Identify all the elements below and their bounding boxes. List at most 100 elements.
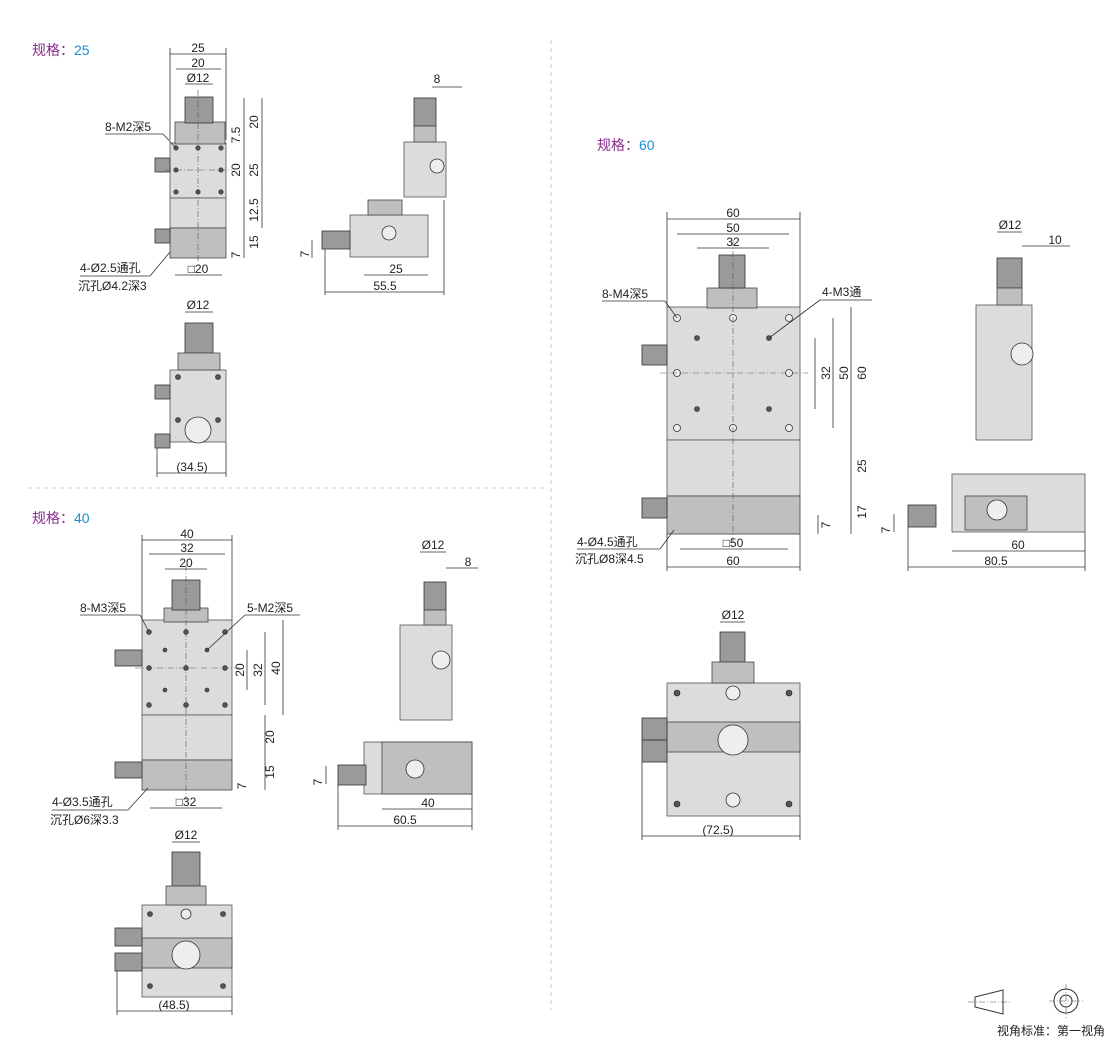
spec-60-dim-w2: 50 [726,221,740,235]
spec-60-dim-base2: 60 [726,554,740,568]
spec-40-side-dim-top: 8 [465,555,472,569]
spec-25-note-hole1: 4-Ø2.5通孔 [80,261,141,275]
spec-25-front-view: 25 20 Ø12 20 7.5 20 25 12.5 15 7 □20 8-M… [78,41,263,293]
spec-60-side-dim-top: 10 [1048,233,1062,247]
spec-60-side-dim-bottom: 80.5 [984,554,1008,568]
spec-40-side-dim-knob: Ø12 [422,538,445,552]
spec-25-side-knob-top [413,97,437,127]
spec-40-dim-w2: 32 [180,541,194,555]
spec-25-note-top: 8-M2深5 [105,120,151,134]
spec-40-note-hole1: 4-Ø3.5通孔 [52,795,113,809]
spec-60-bottom-view: Ø12 (72.5) [641,608,801,840]
spec-40-dim-v5: 15 [263,765,277,779]
spec-25-bottom-view: Ø12 (34.5) [154,298,227,477]
spec-40-bottom-dim-width: (48.5) [158,998,189,1012]
spec-40-dim-v3: 40 [269,661,283,675]
spec-25-dim-v2: 7.5 [229,126,243,143]
spec-40-side-dim-bottom: 60.5 [393,813,417,827]
spec-60-note-hole1: 4-Ø4.5通孔 [577,535,638,549]
spec-25-dim-v7: 7 [229,251,243,258]
spec-60-dim-v5: 17 [855,505,869,519]
spec-40-side-dim-mid: 40 [421,796,435,810]
spec-25-bottom-dim-knob: Ø12 [187,298,210,312]
spec-40-bottom-view: Ø12 (48.5) [114,828,233,1015]
spec-60-bottom-dim-knob: Ø12 [722,608,745,622]
spec-25-side-dim-left: 7 [298,250,312,257]
spec-25-side-view: 8 25 55.5 7 [298,72,462,295]
spec-60-title: 规格：60 [597,137,655,153]
spec-60-bottom-dim-width: (72.5) [702,823,733,837]
spec-25-side-knob-1 [154,157,171,173]
spec-25-side-dim-bottom: 55.5 [373,279,397,293]
spec-25-side-knob-2 [154,228,171,244]
spec-25-side-dim-top: 8 [434,72,441,86]
spec-25-side-lock-knob [381,225,397,241]
spec-40-dim-base: □32 [176,795,197,809]
first-angle-truncated-cone-icon [974,989,1004,1015]
spec-40-dim-v4: 20 [263,730,277,744]
spec-40-title: 规格：40 [32,510,90,526]
spec-25-side-knob-left [321,230,351,250]
spec-60-side-view: Ø12 10 60 80.5 7 [879,218,1086,571]
spec-40-note-left: 8-M3深5 [80,601,126,615]
spec-25-dim-v3: 20 [229,163,243,177]
spec-60-side-dim-knob: Ø12 [999,218,1022,232]
spec-60-title-value: 60 [639,137,655,153]
spec-60-dim-v4: 25 [855,459,869,473]
spec-25-dim-inner: 20 [191,56,205,70]
spec-60-dim-width: 60 [726,206,740,220]
spec-40-side-view: Ø12 8 40 60.5 7 [311,538,478,830]
spec-60-base [666,495,801,535]
spec-60-dim-v3: 60 [855,366,869,380]
spec-25-side-dim-mid: 25 [389,262,403,276]
spec-40-note-right: 5-M2深5 [247,601,293,615]
spec-40-title-value: 40 [74,510,90,526]
spec-60-side-dim-mid: 60 [1011,538,1025,552]
spec-25-dim-base: □20 [188,262,209,276]
spec-25-section: 规格：25 25 20 Ø12 [32,41,462,477]
spec-60-front-view: 60 50 32 8-M4深5 4-M3通 32 50 60 25 17 7 □… [575,206,872,571]
spec-40-side-dim-left: 7 [311,778,325,785]
spec-60-note-left: 8-M4深5 [602,287,648,301]
spec-40-dim-v1: 20 [233,663,247,677]
spec-25-dim-knob: Ø12 [187,71,210,85]
spec-25-title: 规格：25 [32,42,90,58]
spec-40-dim-w3: 20 [179,556,193,570]
spec-25-dim-v5: 12.5 [247,198,261,222]
spec-25-dim-v1: 20 [247,115,261,129]
spec-60-dim-w3: 32 [726,235,740,249]
spec-40-bottom-dim-knob: Ø12 [175,828,198,842]
spec-40-title-prefix: 规格： [32,510,74,526]
spec-60-dim-base: □50 [723,536,744,550]
spec-40-base [141,759,233,791]
spec-25-base [169,227,227,259]
spec-25-dim-v4: 25 [247,163,261,177]
spec-25-dim-width: 25 [191,41,205,55]
spec-60-dim-v2: 50 [837,366,851,380]
spec-40-dim-v6: 7 [235,782,249,789]
projection-symbol: 视角标准：第一视角 [968,984,1105,1038]
spec-60-title-prefix: 规格： [597,137,639,153]
spec-60-dim-v6: 7 [819,521,833,528]
spec-25-knob [184,96,214,124]
projection-label: 视角标准：第一视角 [997,1023,1105,1038]
spec-60-side-dim-left: 7 [879,526,893,533]
spec-60-note-right: 4-M3通 [822,285,861,299]
spec-60-top-plate [666,306,801,441]
spec-25-top-block [174,121,226,145]
spec-40-front-view: 40 32 20 8-M3深5 5-M2深5 20 32 40 20 15 7 … [50,527,300,827]
spec-60-section: 规格：60 60 50 32 8-M4深5 4-M3通 [575,137,1086,840]
spec-25-note-hole2: 沉孔Ø4.2深3 [78,279,147,293]
spec-40-section: 规格：40 40 32 20 8-M3深5 5-M2深5 [32,510,478,1015]
spec-25-dim-v6: 15 [247,235,261,249]
spec-25-bottom-dim-width: (34.5) [176,460,207,474]
spec-60-dim-v1: 32 [819,366,833,380]
spec-40-dim-v2: 32 [251,663,265,677]
spec-60-note-hole2: 沉孔Ø8深4.5 [575,552,644,566]
spec-60-knob [718,254,746,289]
spec-25-title-value: 25 [74,42,90,58]
spec-40-dim-width: 40 [180,527,194,541]
spec-40-note-hole2: 沉孔Ø6深3.3 [50,813,119,827]
spec-25-title-prefix: 规格： [32,42,74,58]
